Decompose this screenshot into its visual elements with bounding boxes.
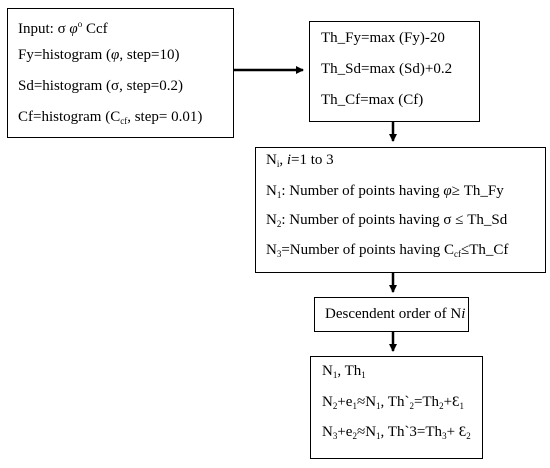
input-line-3: Sd=histogram (σ, step=0.2) <box>18 78 183 94</box>
count-line-2: N1: Number of points having φ≥ Th_Fy <box>266 183 504 200</box>
t: N <box>322 394 333 410</box>
cf-post: , step= 0.01) <box>127 109 203 125</box>
range: =1 to 3 <box>291 152 334 168</box>
s: 2 <box>409 401 414 411</box>
threshold-line-2: Th_Sd=max (Sd)+0.2 <box>321 61 453 77</box>
result-line-3: N3+e2≈N1, Th`3=Th3+ Ɛ2 <box>322 424 471 441</box>
s: 1 <box>376 401 381 411</box>
n-sub: 2 <box>276 219 282 229</box>
th-sub: 1 <box>361 370 366 380</box>
count-line-4: N3=Number of points having Ccf≤Th_Cf <box>266 242 508 259</box>
t: , Th`3=Th <box>380 424 443 440</box>
s: 2 <box>332 401 338 411</box>
s: 1 <box>352 401 357 411</box>
phi-symbol: φ <box>443 183 452 199</box>
count-text: : Number of points having σ ≤ Th_Sd <box>281 212 508 228</box>
cf-pre: Cf=histogram (C <box>18 109 121 125</box>
s: 1 <box>459 401 465 411</box>
phi-symbol: φ <box>111 47 120 63</box>
t: +e <box>337 424 353 440</box>
s: 2 <box>439 401 444 411</box>
fy-pre: Fy=histogram ( <box>18 47 112 63</box>
input-line-2: Fy=histogram (φ, step=10) <box>18 47 179 64</box>
s: 3 <box>442 431 447 441</box>
count-line-1: Ni, i=1 to 3 <box>266 152 334 169</box>
input-prefix: Input: σ <box>18 21 70 37</box>
t: + Ɛ <box>446 424 467 440</box>
count-text: : Number of points having <box>281 183 444 199</box>
s: 2 <box>352 431 357 441</box>
n-symbol: N <box>266 152 277 168</box>
fy-post: , step=10) <box>119 47 180 63</box>
count-text: =Number of points having C <box>281 242 454 258</box>
threshold-box: Th_Fy=max (Fy)-20 Th_Sd=max (Sd)+0.2 Th_… <box>309 21 480 122</box>
cf-sub: cf <box>453 249 461 259</box>
condition: ≤Th_Cf <box>460 242 509 258</box>
t: =Th <box>413 394 440 410</box>
i-symbol: i <box>461 306 466 322</box>
s: 2 <box>466 431 471 441</box>
n-sub: i <box>276 159 280 169</box>
t: ≈N <box>356 394 377 410</box>
condition: ≥ Th_Fy <box>451 183 504 199</box>
result-line-1: N1, Th1 <box>322 363 366 380</box>
s: 3 <box>332 431 338 441</box>
n-symbol: N <box>266 183 277 199</box>
n-symbol: N <box>266 212 277 228</box>
n-symbol: N <box>266 242 277 258</box>
order-line: Descendent order of Ni <box>325 306 465 323</box>
cf-sub: cf <box>120 116 128 126</box>
phi-symbol: φ <box>69 21 78 37</box>
s: 1 <box>376 431 381 441</box>
t: , Th` <box>380 394 410 410</box>
result-box: N1, Th1 N2+e1≈N1, Th`2=Th2+Ɛ1 N3+e2≈N1, … <box>310 356 483 459</box>
n-sub: 1 <box>332 370 338 380</box>
input-line-1: Input: σ φo Ccf <box>18 16 108 38</box>
th-text: , Th <box>337 363 362 379</box>
t: +e <box>337 394 353 410</box>
input-line-4: Cf=histogram (Ccf, step= 0.01) <box>18 109 202 126</box>
i-symbol: i <box>286 152 292 168</box>
t: ≈N <box>356 424 377 440</box>
order-text: Descendent order of N <box>325 306 462 322</box>
order-box: Descendent order of Ni <box>314 297 469 332</box>
threshold-line-3: Th_Cf=max (Cf) <box>321 92 424 108</box>
n-sub: 3 <box>276 249 282 259</box>
result-line-2: N2+e1≈N1, Th`2=Th2+Ɛ1 <box>322 394 464 411</box>
degree-sup: o <box>77 19 83 29</box>
n-symbol: N <box>322 363 333 379</box>
input-box: Input: σ φo Ccf Fy=histogram (φ, step=10… <box>7 8 234 138</box>
count-box: Ni, i=1 to 3 N1: Number of points having… <box>255 147 546 273</box>
t: N <box>322 424 333 440</box>
threshold-line-1: Th_Fy=max (Fy)-20 <box>321 30 445 46</box>
n-sub: 1 <box>276 190 282 200</box>
t: +Ɛ <box>443 394 460 410</box>
input-suffix: Ccf <box>82 21 108 37</box>
count-line-3: N2: Number of points having σ ≤ Th_Sd <box>266 212 507 229</box>
comma: , <box>279 152 287 168</box>
